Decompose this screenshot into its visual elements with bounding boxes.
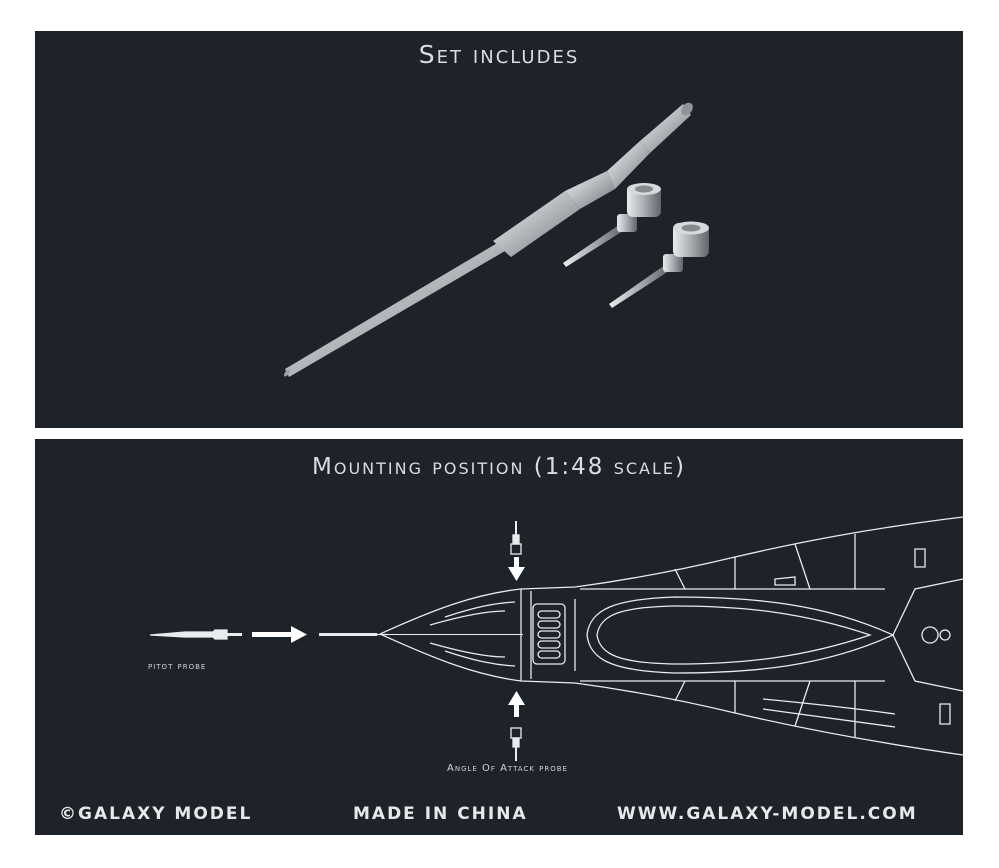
- mounting-title: Mounting position (1:48 scale): [312, 454, 686, 480]
- footer-brand: ©GALAXY MODEL: [59, 804, 253, 824]
- pitot-arrow: [252, 626, 307, 643]
- fuselage-outline: [379, 516, 963, 756]
- set-includes-panel: Set includes: [35, 31, 963, 428]
- aoa-probe-part-1: [563, 183, 661, 267]
- pitot-probe-drawing: [149, 629, 242, 640]
- aircraft-nose-diagram: [149, 516, 963, 761]
- pitot-probe-label: pitot probe: [148, 661, 207, 672]
- parts-illustration: [284, 102, 709, 377]
- mounting-panel: Mounting position (1:48 scale): [35, 439, 963, 835]
- set-includes-title: Set includes: [418, 40, 580, 69]
- aoa-probe-bottom-drawing: [510, 727, 522, 761]
- aoa-probe-part-2: [609, 221, 709, 308]
- footer-website[interactable]: WWW.GALAXY-MODEL.COM: [617, 804, 918, 824]
- aoa-arrow-top: [508, 557, 525, 581]
- footer-origin: MADE IN CHINA: [353, 804, 528, 824]
- aoa-arrow-bottom: [508, 691, 525, 717]
- pitot-probe-part: [284, 102, 693, 377]
- aoa-probe-top-drawing: [510, 521, 522, 555]
- aoa-probe-label: Angle Of Attack probe: [447, 763, 568, 774]
